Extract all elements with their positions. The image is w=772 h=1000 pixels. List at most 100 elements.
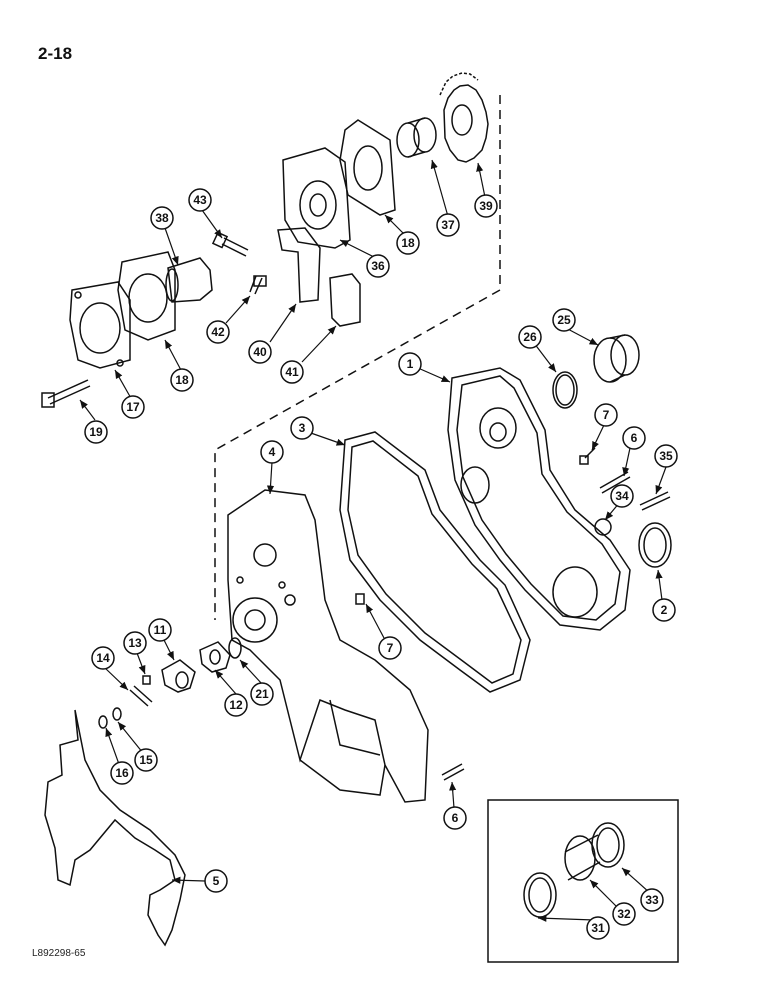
callout-5: 5 (204, 869, 228, 893)
svg-text:13: 13 (128, 636, 142, 650)
bolt-35-part (639, 491, 671, 511)
sleeve-part (167, 257, 213, 303)
svg-text:11: 11 (154, 623, 167, 637)
svg-text:18: 18 (401, 236, 415, 250)
figure-reference: L892298-65 (32, 948, 86, 959)
callout-34: 34 (610, 484, 634, 508)
svg-text:14: 14 (96, 651, 110, 665)
callout-14: 14 (91, 646, 115, 670)
callout-15: 15 (134, 748, 158, 772)
callout-18-upper: 18 (396, 231, 420, 255)
screw-7-lower-part (355, 593, 365, 605)
bearing-part (396, 122, 420, 158)
callout-13: 13 (123, 631, 147, 655)
callout-25: 25 (552, 308, 576, 332)
gasket-12-part (199, 641, 231, 673)
gasket-upper-part (339, 119, 396, 216)
callout-32: 32 (612, 902, 636, 926)
callout-33: 33 (640, 888, 664, 912)
gasket-part (339, 431, 531, 693)
svg-text:34: 34 (615, 489, 629, 503)
gear-housing-part (227, 489, 429, 803)
svg-text:38: 38 (155, 211, 169, 225)
svg-text:37: 37 (441, 218, 455, 232)
bolt-42-part (249, 275, 263, 295)
svg-text:17: 17 (126, 400, 140, 414)
svg-text:31: 31 (591, 921, 605, 935)
seal-2-part (638, 522, 672, 568)
svg-text:36: 36 (371, 259, 385, 273)
svg-text:19: 19 (89, 425, 103, 439)
callout-2: 2 (652, 598, 676, 622)
callout-12: 12 (224, 693, 248, 717)
callout-26: 26 (518, 325, 542, 349)
gasket-left-part (117, 251, 176, 341)
callout-6-lower: 6 (443, 806, 467, 830)
callout-18-left: 18 (170, 368, 194, 392)
svg-text:40: 40 (253, 345, 267, 359)
gear-part (439, 72, 489, 163)
flange-11-part (161, 659, 196, 693)
callout-7-upper: 7 (594, 403, 618, 427)
gear-cover-part (447, 367, 631, 631)
washer-16-part (98, 715, 108, 729)
callout-7-lower: 7 (378, 636, 402, 660)
cover-plate-part (69, 281, 131, 369)
spacer-block-part (329, 273, 361, 327)
callout-1: 1 (398, 352, 422, 376)
svg-text:3: 3 (299, 421, 306, 435)
callout-36: 36 (366, 254, 390, 278)
screw-13-part (142, 675, 151, 685)
svg-text:42: 42 (211, 325, 225, 339)
svg-text:21: 21 (255, 687, 269, 701)
bracket-part (277, 227, 321, 303)
callout-4: 4 (260, 440, 284, 464)
callout-17: 17 (121, 395, 145, 419)
bolt-6-lower-part (441, 763, 465, 781)
svg-text:6: 6 (631, 431, 638, 445)
svg-text:5: 5 (213, 874, 220, 888)
page-number: 2-18 (38, 44, 73, 63)
callout-41: 41 (280, 360, 304, 384)
svg-text:16: 16 (115, 766, 129, 780)
washer-34-part (594, 518, 612, 536)
svg-text:35: 35 (659, 449, 673, 463)
svg-text:2: 2 (661, 603, 668, 617)
callout-31: 31 (586, 916, 610, 940)
callout-42: 42 (206, 320, 230, 344)
svg-text:12: 12 (229, 698, 243, 712)
seal-kit-inset-box (487, 799, 679, 963)
callout-43: 43 (188, 188, 212, 212)
svg-text:6: 6 (452, 811, 459, 825)
svg-text:41: 41 (285, 365, 299, 379)
washer-15-part (112, 707, 122, 721)
callout-19: 19 (84, 420, 108, 444)
callout-6-upper: 6 (622, 426, 646, 450)
svg-text:15: 15 (139, 753, 153, 767)
lower-gasket-part (44, 709, 186, 947)
svg-text:1: 1 (407, 357, 414, 371)
callout-16: 16 (110, 761, 134, 785)
svg-text:33: 33 (645, 893, 659, 907)
ring-26-part (552, 371, 578, 409)
callout-40: 40 (248, 340, 272, 364)
svg-text:32: 32 (617, 907, 631, 921)
svg-text:4: 4 (269, 445, 276, 459)
svg-text:7: 7 (603, 408, 610, 422)
svg-text:25: 25 (557, 313, 571, 327)
callout-group: 1 2 3 4 5 6 6 7 7 11 12 13 14 15 16 17 1… (84, 188, 678, 940)
svg-text:18: 18 (175, 373, 189, 387)
bolt-43-part (221, 237, 249, 257)
svg-text:26: 26 (523, 330, 537, 344)
svg-text:43: 43 (193, 193, 207, 207)
svg-text:7: 7 (387, 641, 394, 655)
o-ring-21-part (228, 637, 242, 659)
callout-39: 39 (474, 194, 498, 218)
seal-25-part (593, 337, 627, 383)
callout-21: 21 (250, 682, 274, 706)
callout-37: 37 (436, 213, 460, 237)
callout-38: 38 (150, 206, 174, 230)
svg-text:39: 39 (479, 199, 493, 213)
callout-35: 35 (654, 444, 678, 468)
